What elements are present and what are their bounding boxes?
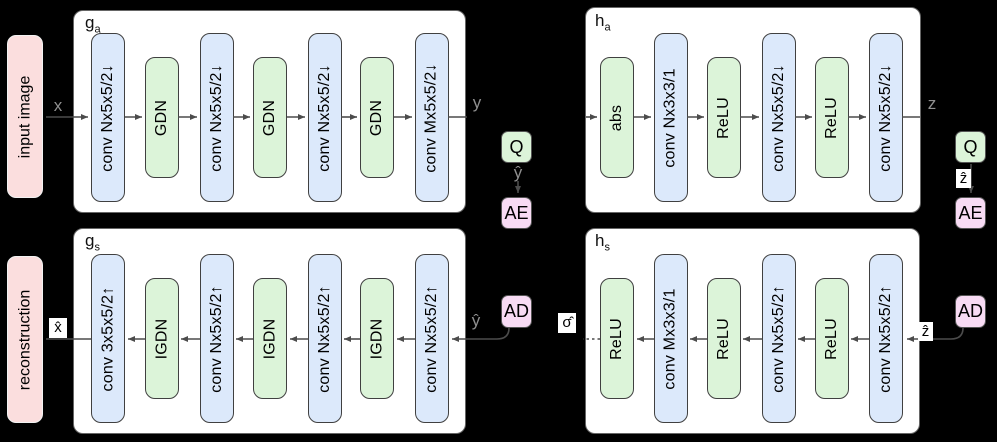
symbol-sigma-hat: σ̂: [558, 313, 576, 333]
block-gs-conv-2: conv Nx5x5/2↑: [200, 254, 234, 423]
arith-decoder-right: AD: [955, 295, 986, 328]
symbol-z: z: [927, 94, 937, 113]
symbol-z-hat-hs-input: ẑ: [918, 322, 933, 341]
reconstruction-label: reconstruction: [7, 256, 43, 423]
block-ha-abs: abs: [600, 57, 634, 178]
block-gs-igdn-1: IGDN: [145, 278, 179, 399]
block-hs-conv-1: conv Mx3x3/1: [654, 254, 688, 423]
module-ga-title: ga: [85, 13, 101, 36]
block-ga-gdn-3: GDN: [360, 57, 394, 178]
block-hs-relu-2: ReLU: [707, 278, 741, 399]
module-hs-box: [585, 228, 920, 434]
block-hs-relu-1: ReLU: [600, 278, 634, 399]
symbol-y-hat-gs-input: ŷ: [471, 311, 481, 330]
arith-encoder-left: AE: [501, 197, 532, 229]
input-image-label: input image: [7, 35, 43, 198]
block-hs-relu-3: ReLU: [815, 278, 849, 399]
symbol-y-hat: ŷ: [513, 163, 523, 182]
quantizer-right: Q: [955, 131, 986, 163]
module-gs-title: gs: [85, 231, 100, 254]
quantizer-left: Q: [501, 131, 532, 163]
module-ha-title: ha: [595, 11, 611, 34]
symbol-z-hat-mid: ẑ: [956, 169, 971, 188]
arith-decoder-left: AD: [501, 295, 532, 328]
block-ga-conv-1: conv Nx5x5/2↓: [91, 33, 125, 202]
block-gs-conv-1: conv 3x5x5/2↑: [91, 254, 125, 423]
symbol-x-hat: x̂: [49, 318, 67, 338]
curve-ad-to-hs: [907, 327, 964, 342]
arith-encoder-right: AE: [955, 197, 986, 229]
curve-ad-to-gs: [452, 327, 510, 342]
block-gs-conv-3: conv Nx5x5/2↑: [308, 254, 342, 423]
block-gs-igdn-2: IGDN: [253, 278, 287, 399]
block-hs-conv-3: conv Nx5x5/2↑: [869, 254, 903, 423]
symbol-x: x: [53, 96, 63, 115]
block-ha-relu-2: ReLU: [815, 57, 849, 178]
module-ha-box: [585, 7, 921, 213]
block-gs-igdn-3: IGDN: [360, 278, 394, 399]
module-hs-title: hs: [595, 231, 610, 254]
block-ha-conv-1: conv Nx3x3/1: [654, 33, 688, 202]
block-ha-conv-2: conv Nx5x5/2↓: [762, 33, 796, 202]
block-gs-conv-4: conv Nx5x5/2↑: [415, 254, 449, 423]
block-ga-gdn-2: GDN: [253, 57, 287, 178]
block-hs-conv-2: conv Nx5x5/2↑: [762, 254, 796, 423]
symbol-y: y: [472, 93, 482, 112]
